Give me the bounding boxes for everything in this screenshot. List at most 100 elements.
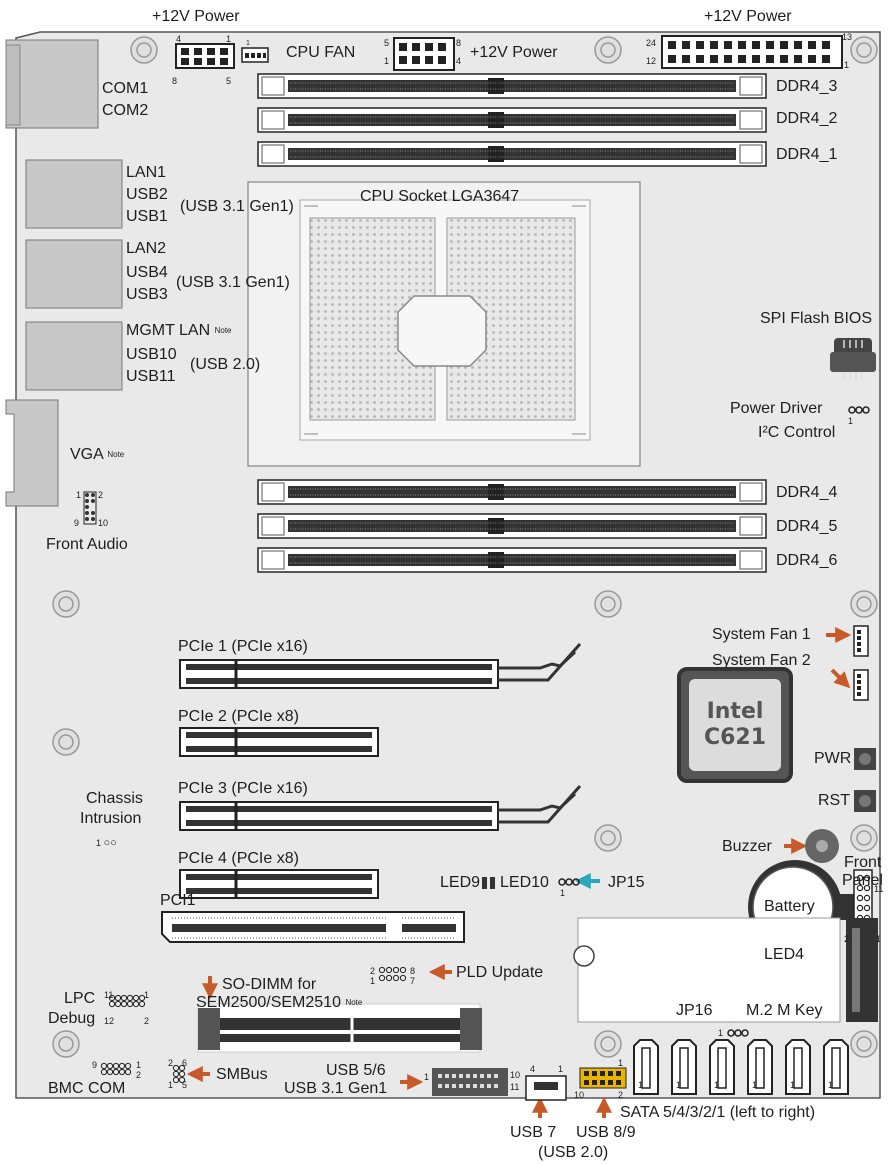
sata-connector	[671, 1039, 697, 1095]
pin-label: 5	[182, 1080, 188, 1090]
pin-label: 1	[848, 416, 854, 426]
pcie2-label: PCIe 2 (PCIe x8)	[178, 708, 299, 725]
pin-label: 1	[144, 990, 150, 1000]
dimm-label-ddr4-2: DDR4_2	[776, 110, 838, 127]
pcie4-label: PCIe 4 (PCIe x8)	[178, 850, 299, 867]
dimm-slot	[257, 513, 767, 539]
led9-label: LED9	[440, 874, 481, 891]
jp15-header	[558, 878, 580, 886]
pin-label: 8	[172, 76, 178, 86]
jp16-header	[727, 1029, 749, 1037]
mounting-holes	[52, 36, 878, 1058]
pld-update-label: PLD Update	[456, 964, 544, 981]
m2-label: M.2 M Key	[746, 1002, 823, 1019]
usb20-label: (USB 2.0)	[538, 1144, 609, 1161]
system-fan1-connector	[853, 625, 869, 657]
pin-label: 5	[226, 76, 232, 86]
pin-label: 9	[92, 1060, 98, 1070]
buzzer-label: Buzzer	[722, 838, 772, 855]
usb12-note: (USB 3.1 Gen1)	[180, 198, 294, 215]
usb7-label: USB 7	[510, 1124, 557, 1141]
pin-label: 1	[558, 1064, 564, 1074]
dimm-slot	[257, 479, 767, 505]
intel-c621-chipset: Intel C621	[677, 667, 793, 783]
pcie3-slot	[179, 785, 582, 831]
pcie4-slot	[179, 869, 379, 899]
pin-label: 1	[370, 976, 376, 986]
pin-label: 1	[718, 1028, 724, 1038]
usb89-header	[579, 1067, 627, 1089]
chassis-label: Chassis	[86, 790, 143, 807]
sata-pin-label: 1	[790, 1080, 796, 1090]
pin-label: 1	[136, 1060, 142, 1070]
pin-label: 4	[176, 34, 182, 44]
pin-label: 1	[876, 934, 882, 944]
pin-label: 11	[874, 884, 884, 894]
debug-label: Debug	[48, 1010, 96, 1027]
usb56-label: USB 5/6	[326, 1062, 386, 1079]
bmc-com-label: BMC COM	[48, 1080, 126, 1097]
pwr-label: PWR	[814, 750, 852, 767]
lpc-debug-header	[108, 994, 146, 1008]
i2c-control-label: I²C Control	[758, 424, 836, 441]
pin-label: 9	[74, 518, 80, 528]
pin-label: 1	[424, 1072, 430, 1082]
cpu-socket-label: CPU Socket LGA3647	[360, 188, 520, 205]
pin-label: 1	[384, 56, 390, 66]
sata-pin-label: 1	[752, 1080, 758, 1090]
pin-label: 5	[384, 38, 390, 48]
smbus-header	[172, 1064, 186, 1084]
usb89-label: USB 8/9	[576, 1124, 636, 1141]
pin-label: 2	[136, 1070, 142, 1080]
sodimm-label: SO-DIMM for	[222, 976, 317, 993]
front-panel-label-2: Panel	[842, 872, 883, 889]
pin-label: 1	[844, 60, 850, 70]
led4-label: LED4	[764, 946, 805, 963]
mgmt-note: Note	[214, 326, 232, 335]
usb4-label: USB4	[126, 264, 168, 281]
pin-label: 12	[104, 1016, 115, 1026]
dimm-label-ddr4-5: DDR4_5	[776, 518, 838, 535]
pin-label: 2	[98, 490, 104, 500]
dimm-label-ddr4-4: DDR4_4	[776, 484, 838, 501]
sata-connector	[785, 1039, 811, 1095]
bmc-com-header	[100, 1062, 132, 1076]
mgmt-lan-label: MGMT LAN Note	[126, 322, 232, 339]
com2-label: COM2	[102, 102, 149, 119]
smbus-label: SMBus	[216, 1066, 268, 1083]
pwr-button	[854, 748, 876, 770]
front-audio-header	[83, 491, 97, 525]
usb1011-note: (USB 2.0)	[190, 356, 261, 373]
dimm-slot	[257, 107, 767, 133]
cpu-socket	[247, 181, 641, 467]
dimm-label-ddr4-6: DDR4_6	[776, 552, 838, 569]
intrusion-label: Intrusion	[80, 810, 142, 827]
rst-label: RST	[818, 792, 850, 809]
sodimm-note: Note	[345, 998, 363, 1007]
pci1-slot	[161, 911, 465, 943]
mid-power-connector	[393, 37, 455, 71]
spi-bios-chip	[830, 338, 876, 380]
pin-label: 2	[168, 1058, 174, 1068]
sodimm-model-label: SEM2500/SEM2510 Note	[196, 994, 363, 1011]
usb34-note: (USB 3.1 Gen1)	[176, 274, 290, 291]
rst-button	[854, 790, 876, 812]
pin-label: 1	[618, 1058, 624, 1068]
sata-connectors	[633, 1039, 849, 1095]
pin-label: 2	[844, 934, 850, 944]
usb2-label: USB2	[126, 186, 168, 203]
pin-label: 10	[510, 1070, 521, 1080]
pin-label: 12	[646, 56, 657, 66]
sata-connector	[823, 1039, 849, 1095]
usb56-header	[432, 1068, 508, 1096]
pin-label: 1	[560, 888, 566, 898]
pcie2-slot	[179, 727, 379, 757]
vga-note: Note	[107, 450, 125, 459]
power-driver-label: Power Driver	[730, 400, 823, 417]
usb1-label: USB1	[126, 208, 168, 225]
lan1-label: LAN1	[126, 164, 167, 181]
pin-label: 1	[76, 490, 82, 500]
sata-connector	[747, 1039, 773, 1095]
pci1-label: PCI1	[160, 892, 196, 909]
